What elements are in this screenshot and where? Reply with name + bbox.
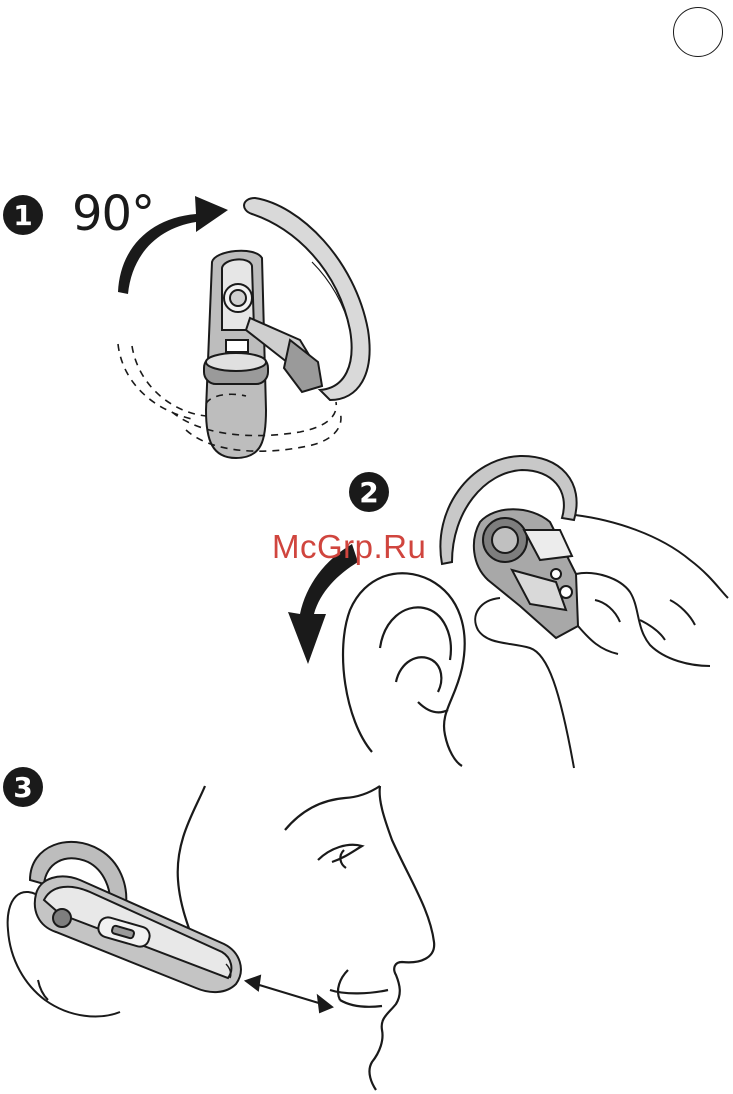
- headset-on-ear-illustration: [8, 842, 241, 1017]
- step-2-number: 2: [359, 476, 378, 509]
- step-2-badge: 2: [349, 472, 389, 512]
- step-3-badge: 3: [3, 767, 43, 807]
- watermark-text: McGrp.Ru: [272, 528, 426, 566]
- head-profile-illustration: [178, 786, 434, 1090]
- ear-illustration: [343, 573, 465, 766]
- step-3-number: 3: [13, 771, 32, 804]
- hand-with-headset-illustration: [440, 456, 728, 768]
- distance-arrow-icon: [246, 976, 332, 1012]
